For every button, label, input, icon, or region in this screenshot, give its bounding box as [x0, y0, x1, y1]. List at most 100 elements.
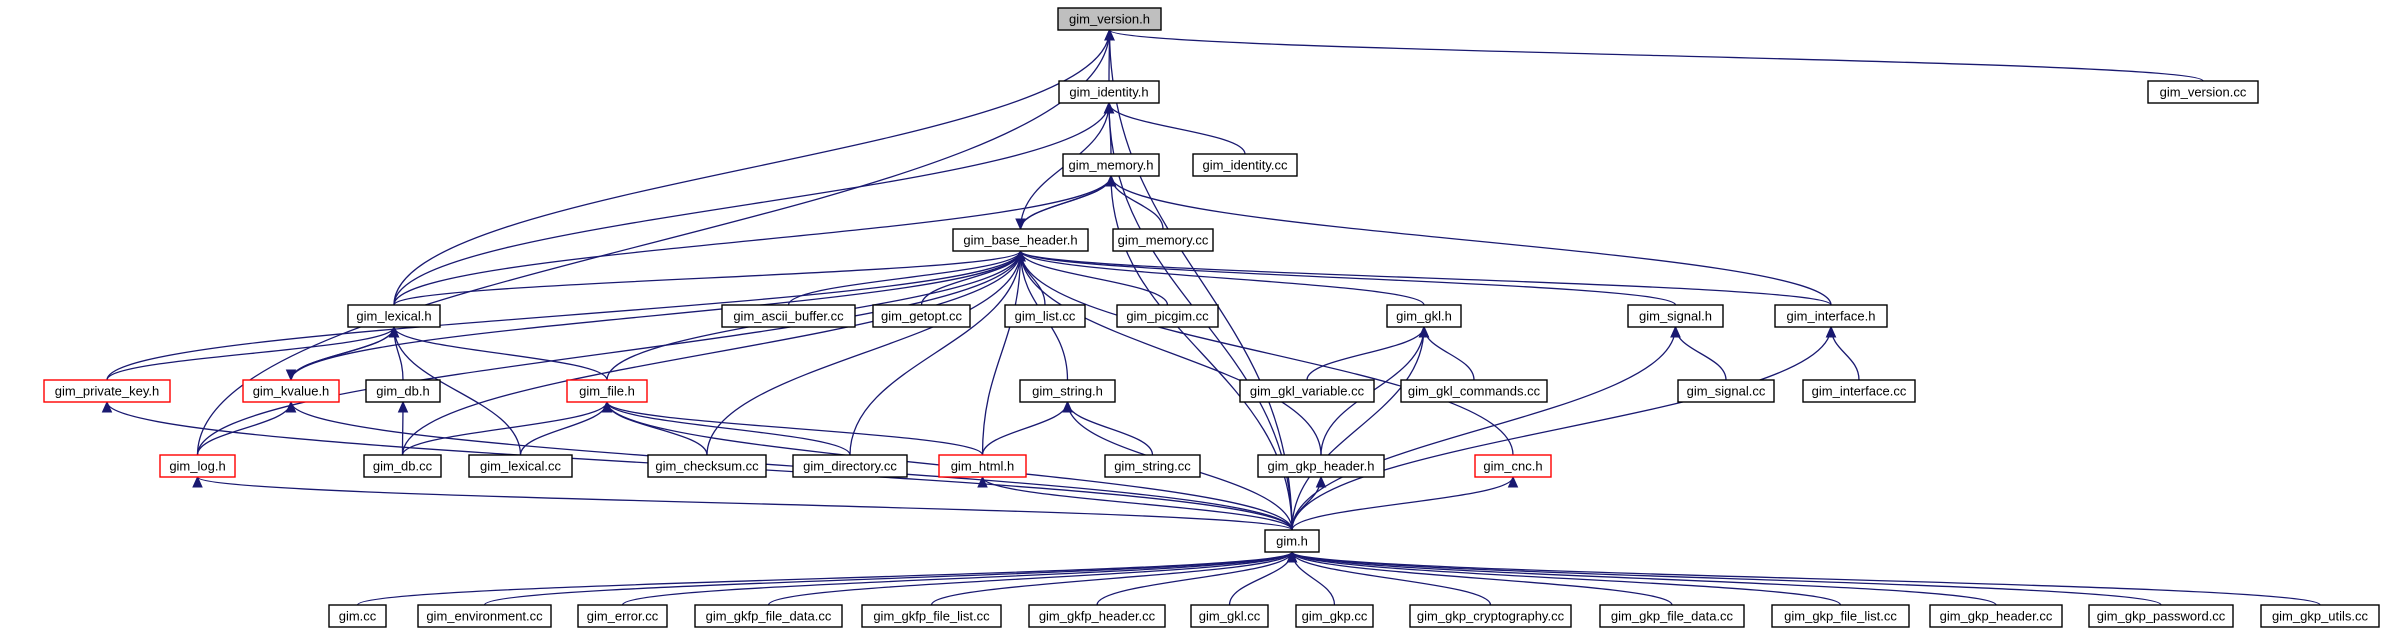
- node-gim-gkfp-header-cc[interactable]: gim_gkfp_header.cc: [1028, 604, 1166, 628]
- node-box[interactable]: [1058, 80, 1160, 104]
- node-box[interactable]: [468, 454, 573, 478]
- node-box[interactable]: [1386, 304, 1462, 328]
- node-gim-identity-cc[interactable]: gim_identity.cc: [1192, 153, 1298, 177]
- node-box[interactable]: [1112, 228, 1214, 252]
- node-box[interactable]: [1257, 454, 1385, 478]
- node-box[interactable]: [417, 604, 552, 628]
- node-gim-gkfp-file-list-cc[interactable]: gim_gkfp_file_list.cc: [861, 604, 1002, 628]
- node-box[interactable]: [1677, 379, 1775, 403]
- edge-gim_h-gim_gkfp_file_data_cc: [767, 551, 1293, 606]
- node-box[interactable]: [721, 304, 856, 328]
- node-box[interactable]: [1057, 7, 1162, 31]
- node-gim-memory-cc[interactable]: gim_memory.cc: [1112, 228, 1214, 252]
- node-box[interactable]: [577, 604, 668, 628]
- node-gim-gkl-h[interactable]: gim_gkl.h: [1386, 304, 1462, 328]
- node-box[interactable]: [1771, 604, 1910, 628]
- node-box[interactable]: [872, 304, 971, 328]
- node-gim-gkl-commands-cc[interactable]: gim_gkl_commands.cc: [1400, 379, 1548, 403]
- node-box[interactable]: [1627, 304, 1724, 328]
- node-box[interactable]: [1295, 604, 1374, 628]
- node-box[interactable]: [1192, 153, 1298, 177]
- node-box[interactable]: [1004, 304, 1086, 328]
- node-box[interactable]: [694, 604, 843, 628]
- node-gim-file-h[interactable]: gim_file.h: [566, 379, 648, 403]
- node-gim-db-h[interactable]: gim_db.h: [365, 379, 441, 403]
- node-gim-checksum-cc[interactable]: gim_checksum.cc: [647, 454, 767, 478]
- node-gim-version-cc[interactable]: gim_version.cc: [2147, 80, 2259, 104]
- node-box[interactable]: [952, 228, 1089, 252]
- node-gim-ascii-buffer-cc[interactable]: gim_ascii_buffer.cc: [721, 304, 856, 328]
- edge-gim_base_header_h-gim_checksum_cc: [706, 250, 1022, 456]
- node-box[interactable]: [566, 379, 648, 403]
- node-gim-gkp-cryptography-cc[interactable]: gim_gkp_cryptography.cc: [1409, 604, 1572, 628]
- node-gim-interface-h[interactable]: gim_interface.h: [1774, 304, 1888, 328]
- node-box[interactable]: [2147, 80, 2259, 104]
- node-box[interactable]: [1929, 604, 2063, 628]
- node-box[interactable]: [1239, 379, 1375, 403]
- node-box[interactable]: [43, 379, 171, 403]
- node-gim-interface-cc[interactable]: gim_interface.cc: [1802, 379, 1916, 403]
- node-gim-gkfp-file-data-cc[interactable]: gim_gkfp_file_data.cc: [694, 604, 843, 628]
- node-box[interactable]: [2260, 604, 2380, 628]
- node-gim-cc[interactable]: gim.cc: [328, 604, 387, 628]
- node-gim-lexical-h[interactable]: gim_lexical.h: [347, 304, 441, 328]
- node-box[interactable]: [363, 454, 442, 478]
- node-label: gim_file.h: [579, 384, 635, 399]
- node-box[interactable]: [1474, 454, 1552, 478]
- node-box[interactable]: [347, 304, 441, 328]
- node-gim-cnc-h[interactable]: gim_cnc.h: [1474, 454, 1552, 478]
- node-box[interactable]: [792, 454, 908, 478]
- node-box[interactable]: [1028, 604, 1166, 628]
- node-gim-getopt-cc[interactable]: gim_getopt.cc: [872, 304, 971, 328]
- node-box[interactable]: [1190, 604, 1269, 628]
- node-gim-html-h[interactable]: gim_html.h: [938, 454, 1027, 478]
- node-box[interactable]: [1409, 604, 1572, 628]
- node-gim-gkp-file-list-cc[interactable]: gim_gkp_file_list.cc: [1771, 604, 1910, 628]
- node-gim-environment-cc[interactable]: gim_environment.cc: [417, 604, 552, 628]
- node-gim-base-header-h[interactable]: gim_base_header.h: [952, 228, 1089, 252]
- node-box[interactable]: [1264, 529, 1320, 553]
- node-box[interactable]: [159, 454, 236, 478]
- node-box[interactable]: [1802, 379, 1916, 403]
- node-gim-string-h[interactable]: gim_string.h: [1019, 379, 1116, 403]
- node-gim-gkp-cc[interactable]: gim_gkp.cc: [1295, 604, 1374, 628]
- node-box[interactable]: [1062, 153, 1160, 177]
- node-gim-signal-cc[interactable]: gim_signal.cc: [1677, 379, 1775, 403]
- node-gim-kvalue-h[interactable]: gim_kvalue.h: [242, 379, 340, 403]
- node-gim-gkl-variable-cc[interactable]: gim_gkl_variable.cc: [1239, 379, 1375, 403]
- node-gim-signal-h[interactable]: gim_signal.h: [1627, 304, 1724, 328]
- node-gim-db-cc[interactable]: gim_db.cc: [363, 454, 442, 478]
- node-gim-gkp-header-h[interactable]: gim_gkp_header.h: [1257, 454, 1385, 478]
- node-gim-log-h[interactable]: gim_log.h: [159, 454, 236, 478]
- node-gim-list-cc[interactable]: gim_list.cc: [1004, 304, 1086, 328]
- node-gim-directory-cc[interactable]: gim_directory.cc: [792, 454, 908, 478]
- node-gim-version-h[interactable]: gim_version.h: [1057, 7, 1162, 31]
- node-box[interactable]: [2088, 604, 2234, 628]
- node-box[interactable]: [1599, 604, 1745, 628]
- edge-gim_base_header_h-gim_cnc_h: [1019, 250, 1514, 456]
- node-gim-lexical-cc[interactable]: gim_lexical.cc: [468, 454, 573, 478]
- node-gim-error-cc[interactable]: gim_error.cc: [577, 604, 668, 628]
- node-box[interactable]: [861, 604, 1002, 628]
- node-box[interactable]: [938, 454, 1027, 478]
- node-box[interactable]: [328, 604, 387, 628]
- node-box[interactable]: [242, 379, 340, 403]
- node-gim-picgim-cc[interactable]: gim_picgim.cc: [1116, 304, 1219, 328]
- node-gim-identity-h[interactable]: gim_identity.h: [1058, 80, 1160, 104]
- node-box[interactable]: [1400, 379, 1548, 403]
- node-box[interactable]: [1774, 304, 1888, 328]
- node-gim-h[interactable]: gim.h: [1264, 529, 1320, 553]
- node-gim-private-key-h[interactable]: gim_private_key.h: [43, 379, 171, 403]
- node-gim-gkp-password-cc[interactable]: gim_gkp_password.cc: [2088, 604, 2234, 628]
- node-gim-gkp-file-data-cc[interactable]: gim_gkp_file_data.cc: [1599, 604, 1745, 628]
- node-box[interactable]: [1116, 304, 1219, 328]
- node-gim-gkp-header-cc[interactable]: gim_gkp_header.cc: [1929, 604, 2063, 628]
- node-box[interactable]: [1104, 454, 1201, 478]
- node-box[interactable]: [1019, 379, 1116, 403]
- node-gim-memory-h[interactable]: gim_memory.h: [1062, 153, 1160, 177]
- node-gim-string-cc[interactable]: gim_string.cc: [1104, 454, 1201, 478]
- node-gim-gkl-cc[interactable]: gim_gkl.cc: [1190, 604, 1269, 628]
- node-box[interactable]: [647, 454, 767, 478]
- node-box[interactable]: [365, 379, 441, 403]
- node-gim-gkp-utils-cc[interactable]: gim_gkp_utils.cc: [2260, 604, 2380, 628]
